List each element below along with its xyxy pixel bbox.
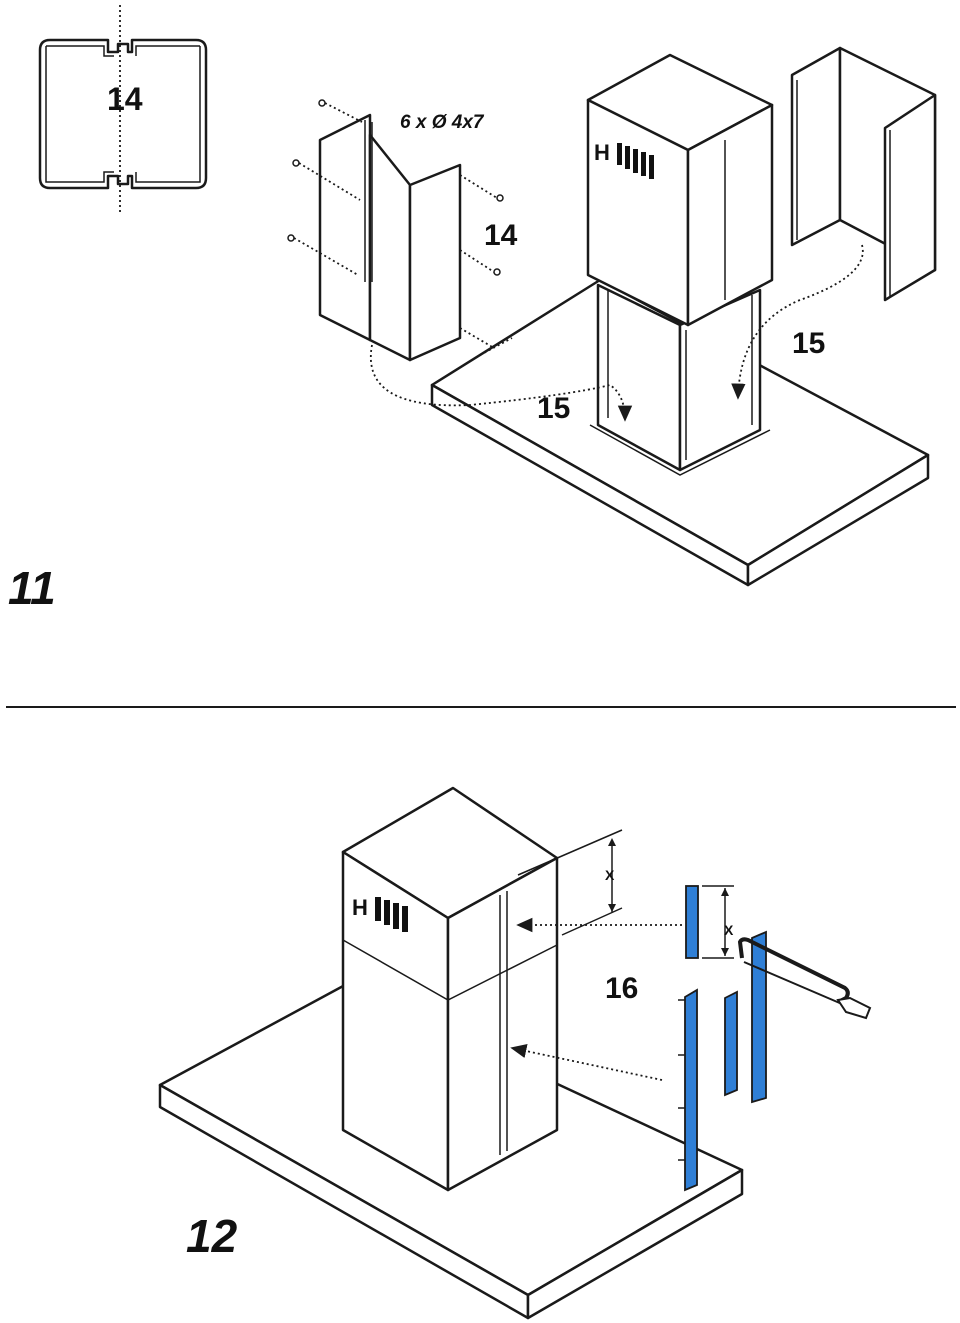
figure-11: 14 6 x Ø 4x7 <box>8 5 937 614</box>
vent-slots-icon <box>617 143 654 179</box>
left-chimney-panel <box>287 99 504 362</box>
dimension-top-label: X <box>605 867 615 883</box>
vent-slots-icon-12 <box>375 897 408 932</box>
marking-h-12: H <box>352 895 368 920</box>
panel-label: 14 <box>484 219 518 252</box>
right-chimney-panel <box>790 46 937 302</box>
step-label-right: 15 <box>792 327 825 360</box>
upper-chimney-box: H <box>586 53 774 327</box>
screws-spec-label: 6 x Ø 4x7 <box>400 112 485 133</box>
short-strip <box>685 885 699 959</box>
trim-strips <box>678 885 767 1192</box>
strip-label: 16 <box>605 972 638 1005</box>
profile-detail: 14 <box>38 5 208 212</box>
dimension-strip-label: X <box>724 922 734 938</box>
long-strip <box>684 988 698 1192</box>
step-label-left: 15 <box>537 392 570 425</box>
middle-strip <box>724 990 738 1097</box>
cut-strip <box>751 930 767 1104</box>
figure-number-11: 11 <box>8 562 56 614</box>
assembled-chimney: H <box>341 786 559 1192</box>
dimension-x-top: X <box>517 829 623 936</box>
profile-detail-label: 14 <box>107 81 143 117</box>
marking-h-upper: H <box>594 140 610 165</box>
figure-12: H X <box>158 786 872 1320</box>
dimension-x-strip: X <box>702 885 734 959</box>
figure-number-12: 12 <box>186 1210 238 1262</box>
hacksaw-icon <box>737 937 872 1020</box>
